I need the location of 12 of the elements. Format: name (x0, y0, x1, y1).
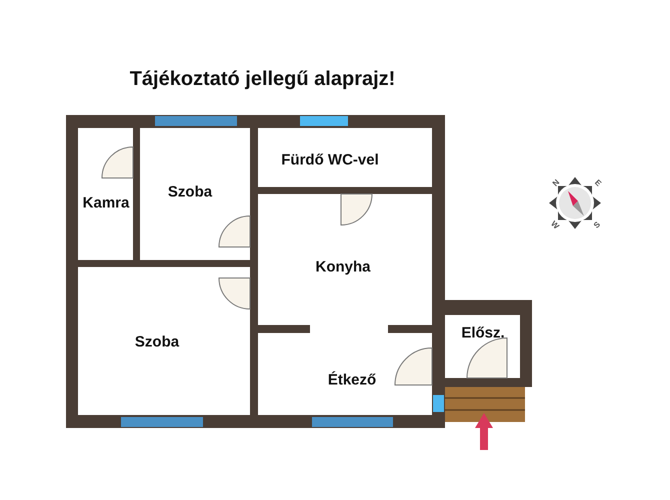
title: Tájékoztató jellegű alaprajz! (130, 68, 396, 91)
room-label: Étkező (328, 372, 376, 388)
room-label: Konyha (316, 258, 370, 276)
compass-letter: S (592, 220, 602, 230)
room-label: Kamra (82, 194, 130, 212)
compass-letter: W (549, 219, 561, 231)
compass-letter: N (550, 178, 562, 188)
room-label: Szoba (168, 184, 212, 200)
room-label: Fürdő WC-vel (281, 152, 379, 168)
compass-letter: E (592, 178, 604, 188)
room-label: Elősz. (461, 324, 505, 342)
room-label: Szoba (134, 334, 180, 350)
